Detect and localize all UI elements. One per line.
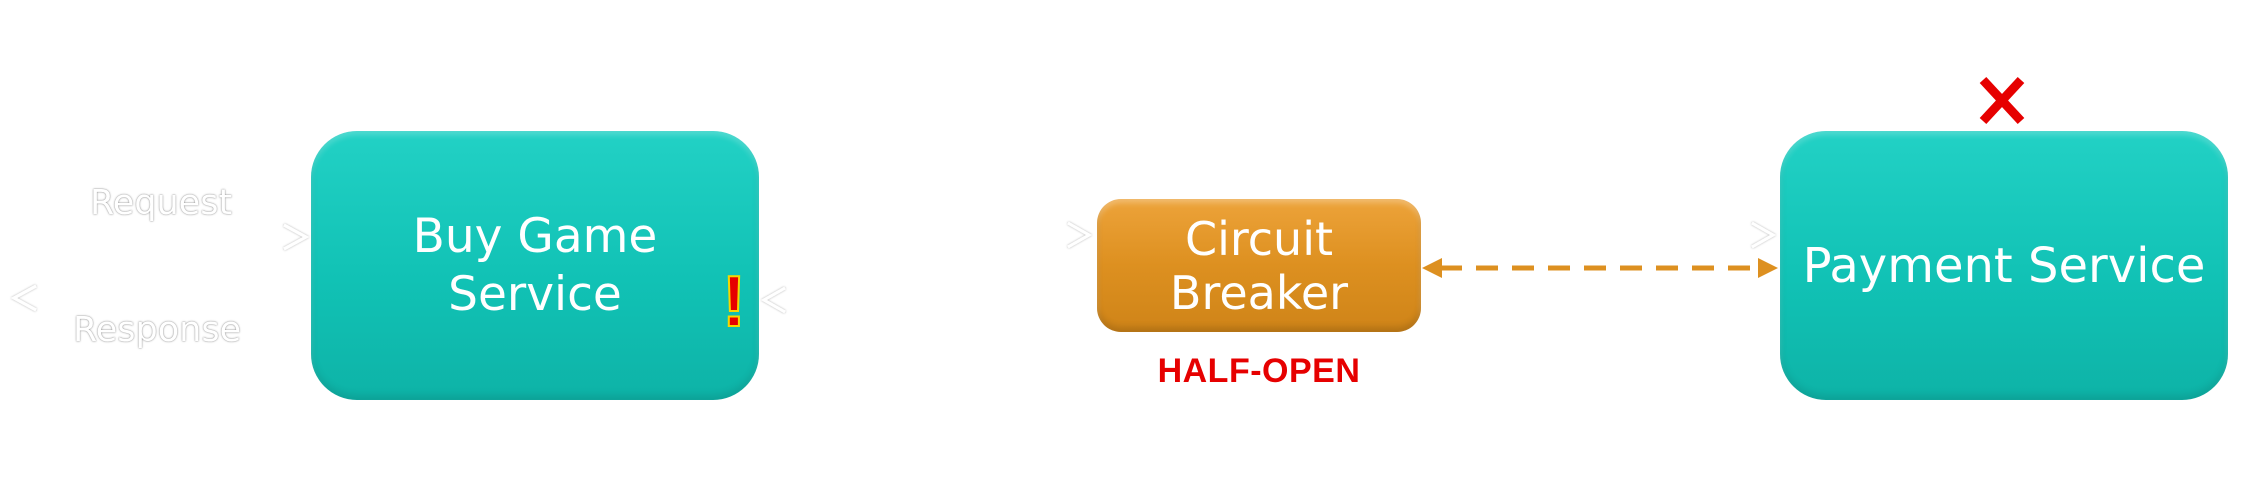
request-label: Request (90, 183, 233, 223)
chevron-left-icon (10, 284, 37, 312)
exclamation-icon: ! (721, 262, 747, 342)
cross-icon (1979, 76, 2025, 125)
chevron-right-icon (1751, 221, 1777, 249)
response-label: Response (73, 310, 242, 350)
breaker-payment-link (1422, 258, 1778, 278)
payment-service-node: Payment Service (1780, 131, 2228, 400)
buy-game-service-node: Buy Game Service (311, 131, 759, 400)
chevron-right-icon (1067, 221, 1093, 249)
breaker-state-label: HALF-OPEN (1157, 352, 1361, 390)
circuit-breaker-node: Circuit Breaker (1097, 199, 1421, 332)
chevron-left-icon (760, 286, 786, 314)
chevron-right-icon (283, 223, 310, 251)
